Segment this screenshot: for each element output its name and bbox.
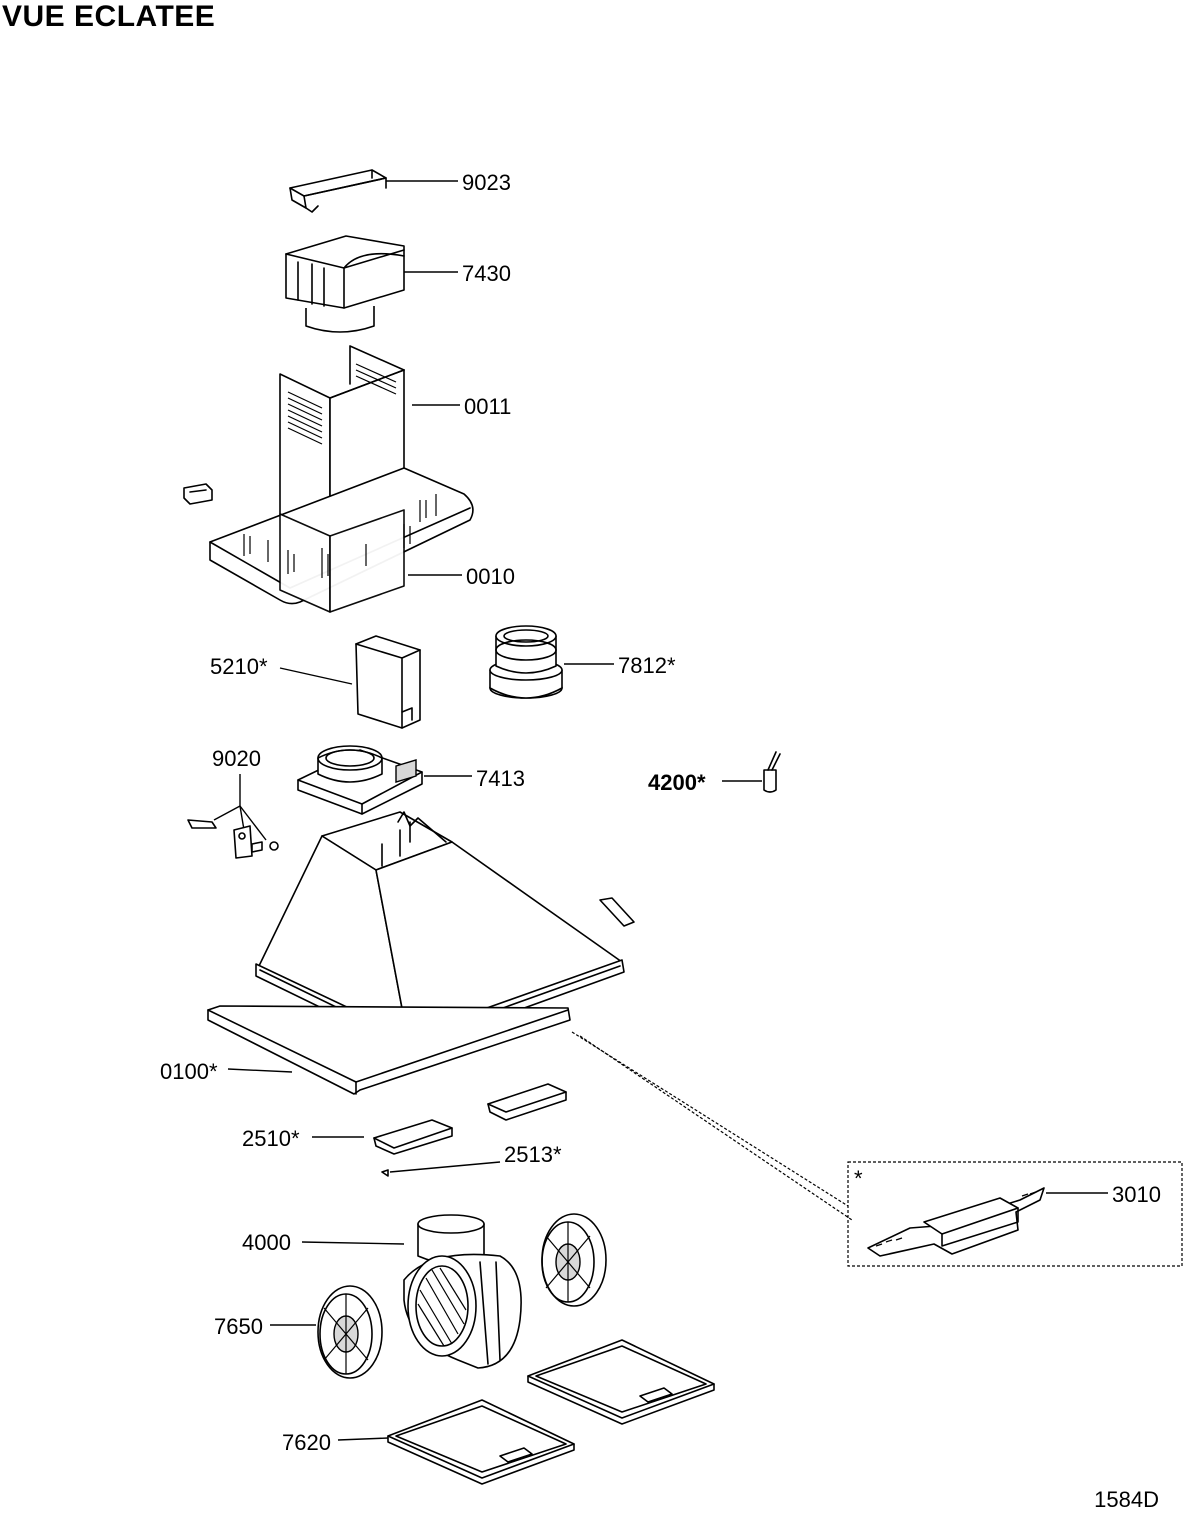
- callout-5210: 5210*: [210, 654, 268, 679]
- callout-7812: 7812*: [618, 653, 676, 678]
- part-7812-collar: [489, 625, 614, 699]
- callout-0011: 0011: [464, 394, 511, 419]
- part-9023-bracket: [289, 169, 458, 213]
- option-box: [847, 1161, 1183, 1267]
- part-9020-fixings: [187, 774, 279, 859]
- part-0100-frame: [207, 1005, 571, 1095]
- part-2510-lamp-cover: [312, 1083, 567, 1155]
- part-7430-duct: [285, 235, 458, 333]
- part-4000-motor: [301, 1214, 522, 1369]
- part-7650-carbon-filter-right: [541, 1213, 607, 1307]
- part-7650-carbon-filter: [270, 1285, 383, 1379]
- drawing-code: 1584D: [1094, 1487, 1159, 1512]
- callout-9023: 9023: [462, 170, 511, 195]
- part-5210-deflector: [279, 635, 421, 729]
- callout-7650: 7650: [214, 1314, 263, 1339]
- callout-7413: 7413: [476, 766, 525, 791]
- part-2513-lamp: [381, 1161, 501, 1177]
- part-0010-glass-canopy: [209, 467, 474, 613]
- callout-3010: 3010: [1112, 1182, 1161, 1207]
- part-4200-capacitor: [722, 751, 781, 793]
- part-chimney-clip: [183, 483, 213, 505]
- callout-4200: 4200*: [648, 770, 706, 795]
- callout-0010: 0010: [466, 564, 515, 589]
- callout-9020: 9020: [212, 746, 261, 771]
- part-7413-motor-support: [297, 745, 472, 815]
- callout-4000: 4000: [242, 1230, 291, 1255]
- callout-7620: 7620: [282, 1430, 331, 1455]
- callout-2510: 2510*: [242, 1126, 300, 1151]
- part-7620-grease-filter: [337, 1339, 715, 1485]
- callout-0100: 0100*: [160, 1059, 218, 1084]
- callout-7430: 7430: [462, 261, 511, 286]
- option-star: *: [854, 1166, 863, 1191]
- callout-2513: 2513*: [504, 1142, 562, 1167]
- part-hood-body: [255, 811, 635, 1051]
- page-title: VUE ECLATEE: [2, 0, 216, 33]
